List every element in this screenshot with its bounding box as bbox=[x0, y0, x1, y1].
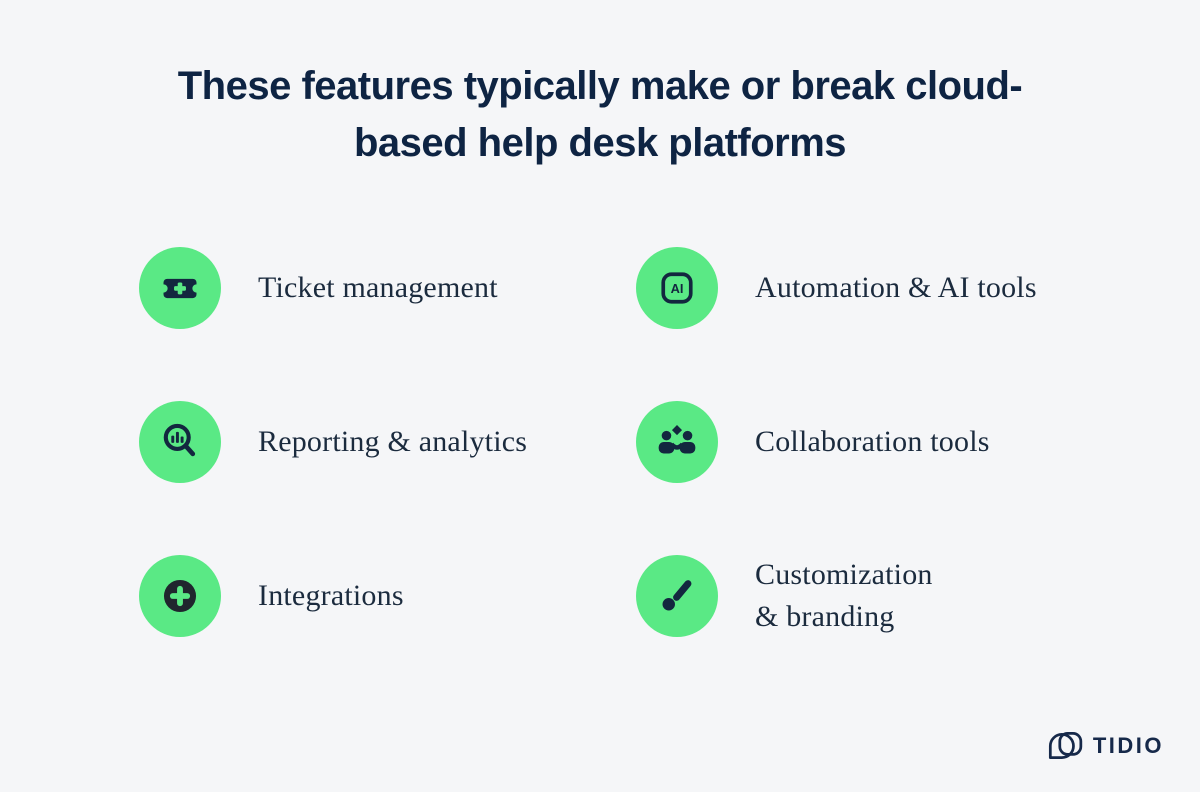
feature-ticket-management: Ticket management bbox=[139, 247, 498, 329]
title-line-1: These features typically make or break c… bbox=[177, 64, 1023, 108]
feature-label-line: Collaboration tools bbox=[755, 425, 990, 458]
ai-icon: AI bbox=[636, 247, 718, 329]
feature-label: Integrations bbox=[258, 575, 404, 617]
feature-automation-ai-tools: AI Automation & AI tools bbox=[636, 247, 1037, 329]
tidio-logo-icon bbox=[1048, 731, 1083, 759]
feature-label: Reporting & analytics bbox=[258, 421, 527, 463]
feature-label: Ticket management bbox=[258, 267, 498, 309]
feature-label-line: Ticket management bbox=[258, 271, 498, 304]
collaboration-icon-glyph bbox=[658, 425, 696, 454]
plus-circle-icon-glyph bbox=[163, 579, 197, 613]
feature-customization-branding: Customization & branding bbox=[636, 555, 933, 637]
feature-label: Collaboration tools bbox=[755, 421, 990, 463]
feature-label-line: Integrations bbox=[258, 579, 404, 612]
feature-collaboration-tools: Collaboration tools bbox=[636, 401, 990, 483]
plus-circle-icon bbox=[139, 555, 221, 637]
tidio-logo-wordmark: TIDIO bbox=[1092, 733, 1164, 758]
feature-label: Customization & branding bbox=[755, 554, 933, 638]
feature-reporting-analytics: Reporting & analytics bbox=[139, 401, 527, 483]
report-search-icon-glyph bbox=[163, 423, 196, 457]
feature-label-line: Reporting & analytics bbox=[258, 425, 528, 458]
feature-label: Automation & AI tools bbox=[755, 267, 1037, 309]
feature-label-line-2: & branding bbox=[755, 600, 895, 633]
tidio-logo: TIDIO bbox=[1044, 728, 1164, 764]
title-line-2: based help desk platforms bbox=[353, 121, 847, 165]
page-title: These features typically make or break c… bbox=[0, 58, 1200, 172]
svg-text:AI: AI bbox=[671, 281, 684, 296]
paintbrush-icon-glyph bbox=[662, 580, 692, 611]
report-search-icon bbox=[139, 401, 221, 483]
feature-label-line: Automation & AI tools bbox=[755, 271, 1037, 304]
collaboration-icon bbox=[636, 401, 718, 483]
ai-icon-glyph: AI bbox=[661, 272, 693, 304]
ticket-icon-glyph bbox=[159, 278, 201, 299]
ticket-icon bbox=[139, 247, 221, 329]
feature-label-line: Customization bbox=[755, 558, 933, 591]
paintbrush-icon bbox=[636, 555, 718, 637]
feature-integrations: Integrations bbox=[139, 555, 404, 637]
